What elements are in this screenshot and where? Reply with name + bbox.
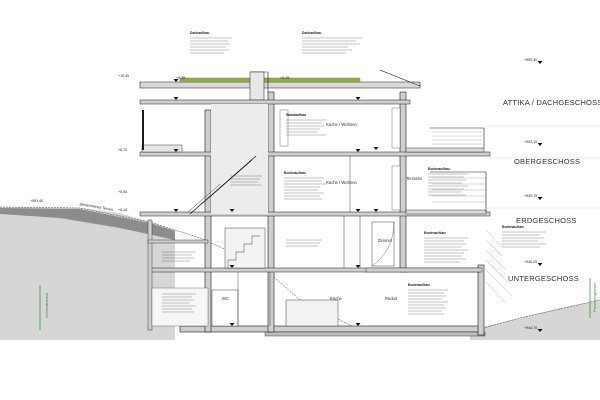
terrain-right-fill (470, 300, 600, 340)
layer-title-floor-eg: Bodenaufbau (424, 231, 446, 235)
terrain-left-fill (0, 207, 175, 340)
layer-title-floor-og: Bodenaufbau (284, 171, 306, 175)
annex-wall-left (147, 219, 153, 331)
terrain-left-shade (0, 208, 175, 240)
green-label-property-line: Parzellengrenze (592, 283, 597, 312)
level-left-terrain: +951,40 (30, 199, 44, 203)
roof-chimney (249, 71, 265, 101)
terrace-og-hatch (432, 131, 482, 145)
floor-label-obergeschoss: OBERGESCHOSS (514, 157, 581, 166)
terrace-eg-railing (430, 171, 487, 212)
layer-title-roof-1: Dachaufbau (190, 31, 210, 35)
room-terrasse: Terrasse (406, 176, 423, 181)
layer-title-roof-2: Dachaufbau (302, 31, 322, 35)
floor-label-erdgeschoss: ERDGESCHOSS (516, 216, 577, 225)
roof-green (179, 77, 361, 83)
layer-line-stubs (162, 37, 546, 315)
wall-left-stair (204, 109, 212, 333)
ug-terrace-slab (365, 267, 483, 273)
roof-slab (139, 81, 421, 89)
room-kueche-wohnen-og: Küche / Wohnen (326, 122, 357, 127)
terrace-og (405, 147, 485, 153)
green-label-left: Grenzabstand (44, 292, 49, 318)
wall-right-lower (477, 264, 485, 336)
slab-eg (139, 211, 491, 217)
level-top-right: +955,30 (524, 58, 538, 62)
wc-block (211, 289, 239, 327)
level-og-right: +952,10 (524, 140, 538, 144)
wall-right-main (399, 91, 407, 273)
kitchen-block (285, 299, 339, 327)
terrace-og-railing (430, 127, 485, 148)
floor-label-attika: ATTIKA / DACHGESCHOSS (503, 98, 600, 107)
layer-title-floor-terrace: Bodenaufbau (428, 167, 450, 171)
door-zimmer-swing (371, 221, 395, 267)
stair-stringer (189, 155, 257, 215)
room-wc: WC (222, 296, 229, 301)
room-kueche-ug: Küche (330, 296, 342, 301)
floor-label-untergeschoss: UNTERGESCHOSS (508, 274, 579, 283)
roof-overhang-right (379, 69, 421, 87)
room-reduit: Reduit (385, 296, 398, 301)
window-og-left (279, 109, 289, 147)
layer-title-base: Bodenaufbau (408, 283, 430, 287)
annex-slab (147, 239, 209, 244)
floor-divider-lines (486, 125, 600, 209)
terrace-eg-hatch (432, 177, 486, 203)
foundation-slab (179, 325, 481, 333)
window-og-right (391, 107, 401, 149)
layer-title-exterior: Bodenaufbau (502, 225, 524, 229)
terrace-eg (405, 209, 487, 215)
slab-attika (139, 99, 411, 105)
level-roof-b: +9,45 (280, 76, 290, 80)
level-roof-a: +9,55 (176, 76, 186, 80)
stair-lower-steps (227, 235, 260, 268)
level-ug-right: +946,25 (524, 260, 538, 264)
balcony-railing (142, 110, 144, 150)
inner-partitions (237, 156, 361, 326)
level-markers (173, 61, 543, 332)
room-zimmer: Zimmer (378, 238, 393, 243)
layer-title-wall: Wandaufbau (286, 113, 307, 117)
slab-og (139, 151, 491, 157)
room-kueche-wohnen-eg: Küche / Wohnen (326, 180, 357, 185)
level-eg-right: +949,15 (524, 194, 538, 198)
level-left-mid: +0,10 (118, 208, 128, 212)
stairwell-fill (211, 104, 268, 214)
foundation-footing (264, 331, 486, 337)
door-zimmer (371, 221, 395, 267)
level-bottom-right: +944,70 (524, 326, 538, 330)
stair-landing (224, 227, 266, 269)
stair-flight-lower (187, 183, 221, 213)
terrain-line (0, 206, 600, 333)
level-left-upper: +5,55 (118, 190, 128, 194)
annex-room (151, 287, 209, 327)
level-left-terrace: +6,70 (118, 148, 128, 152)
window-eg-right (391, 165, 401, 211)
ground-right-hatch (485, 229, 511, 303)
level-left-roof: +10,40 (118, 74, 130, 78)
